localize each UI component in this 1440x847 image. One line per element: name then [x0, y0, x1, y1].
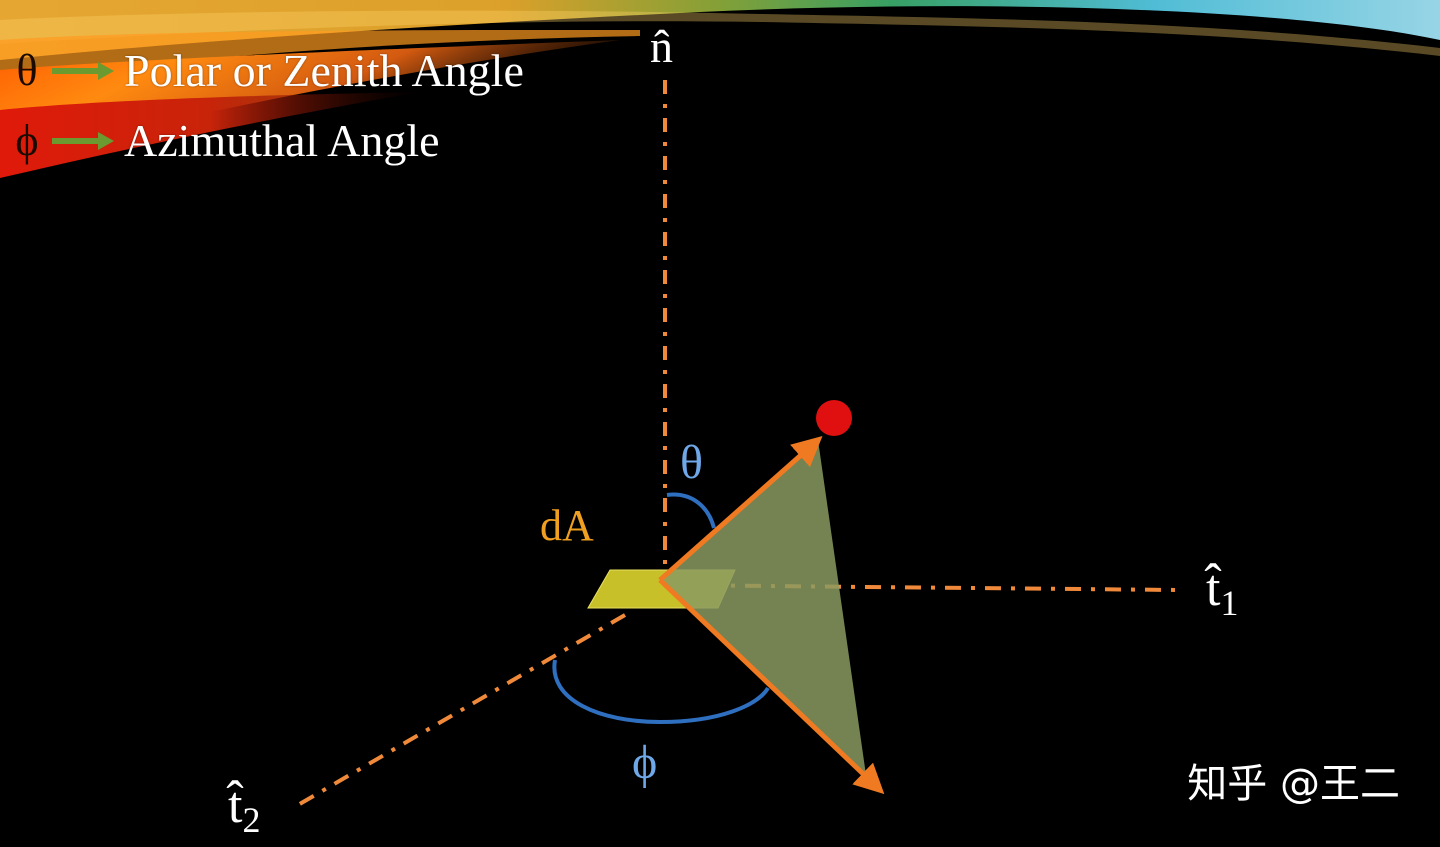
- t1-letter: t̂: [1204, 560, 1222, 617]
- arrow-right-icon: [52, 61, 114, 80]
- theta-arc: [666, 492, 716, 529]
- direction-vector: [658, 436, 823, 582]
- watermark: 知乎 @王二: [1187, 761, 1400, 807]
- solid-angle-triangle: [660, 440, 866, 775]
- theta-label: θ: [680, 436, 703, 489]
- t2-subscript: 2: [242, 800, 260, 840]
- t1-label: t̂1: [1204, 560, 1238, 623]
- area-label: dA: [540, 501, 594, 550]
- legend-label-azimuthal: Azimuthal Angle: [124, 115, 440, 166]
- legend-item-polar: θ Polar or Zenith Angle: [8, 44, 524, 97]
- target-point: [816, 400, 852, 436]
- arrow-right-icon: [52, 131, 114, 150]
- phi-label: ϕ: [632, 736, 657, 789]
- legend-item-azimuthal: ϕ Azimuthal Angle: [8, 114, 440, 167]
- t2-label: t̂2: [226, 777, 260, 840]
- normal-label: n̂: [650, 21, 673, 72]
- phi-symbol: ϕ: [15, 116, 39, 165]
- phi-arc: [552, 659, 770, 725]
- projection-vector: [658, 578, 885, 795]
- legend-label-polar: Polar or Zenith Angle: [124, 45, 524, 96]
- t2-axis: [296, 613, 627, 807]
- t1-subscript: 1: [1220, 583, 1238, 623]
- theta-symbol: θ: [16, 46, 38, 95]
- t2-letter: t̂: [226, 777, 244, 834]
- header-swoosh: [0, 0, 1440, 178]
